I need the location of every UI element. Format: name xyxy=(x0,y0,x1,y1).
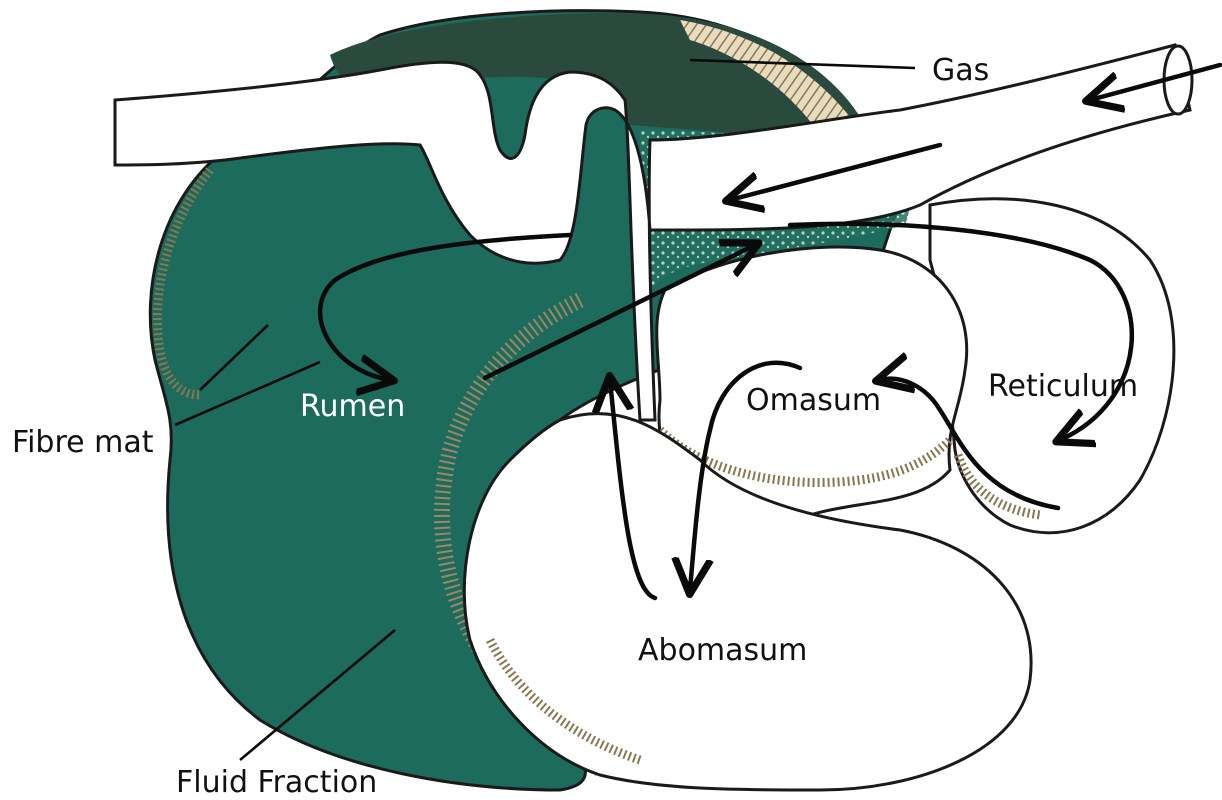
fibre-mat-label: Fibre mat xyxy=(12,425,154,460)
gas-label: Gas xyxy=(932,53,989,88)
reticulum-label: Reticulum xyxy=(988,369,1138,404)
fluid-fraction-label: Fluid Fraction xyxy=(176,765,377,800)
rumen-label: Rumen xyxy=(300,389,405,424)
abomasum-label: Abomasum xyxy=(638,633,807,668)
omasum-label: Omasum xyxy=(746,383,881,418)
